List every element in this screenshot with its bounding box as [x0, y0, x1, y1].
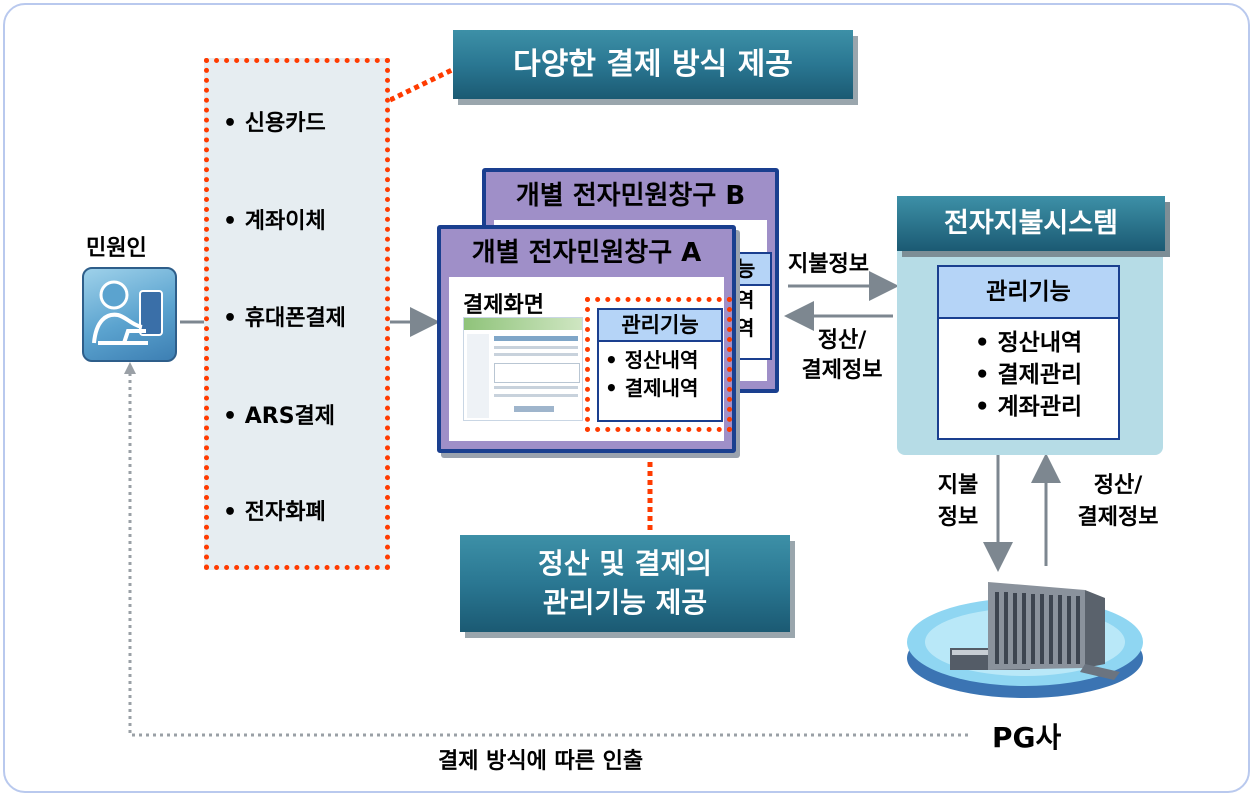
window-a-mgmt-item1: • 정산내역	[605, 348, 699, 372]
window-a-mgmt-highlight: 관리기능 • 정산내역 • 결제내역	[585, 297, 732, 432]
callout-payment-connector	[388, 67, 454, 103]
window-b-mgmt-item1: 역	[736, 288, 755, 312]
window-a-mgmt-item2: • 결제내역	[605, 376, 699, 400]
person-label: 민원인	[86, 236, 147, 261]
epay-system-title: 전자지불시스템	[897, 196, 1165, 251]
settle-v-line1: 정산/	[1093, 473, 1143, 498]
settle-info-vertical-label: 정산/ 결제정보	[1058, 470, 1178, 534]
person-icon	[82, 267, 177, 362]
callout-management-line1: 정산 및 결제의	[537, 547, 713, 580]
epay-mgmt-item1: • 정산내역	[974, 330, 1083, 356]
callout-management: 정산 및 결제의 관리기능 제공	[460, 535, 790, 632]
window-b-mgmt-item2: 역	[736, 316, 755, 340]
withdrawal-label: 결제 방식에 따른 인출	[438, 749, 644, 774]
pg-building-icon	[907, 582, 1143, 698]
settle-info-line2: 결제정보	[801, 358, 883, 383]
method-credit-card: • 신용카드	[223, 111, 326, 136]
pay-info-v-line1: 지불	[937, 473, 979, 498]
epay-mgmt-item2: • 결제관리	[974, 362, 1083, 388]
pay-info-vertical-label: 지불 정보	[928, 470, 988, 534]
epay-mgmt-title: 관리기능	[939, 267, 1118, 319]
epay-mgmt: 관리기능 • 정산내역 • 결제관리 • 계좌관리	[937, 265, 1120, 440]
method-e-money: • 전자화폐	[223, 500, 326, 525]
settle-info-line1: 정산/	[817, 328, 867, 353]
settle-info-label: 정산/ 결제정보	[792, 326, 892, 386]
payment-screen-thumbnail	[463, 317, 583, 421]
window-b-mgmt-partial: 능 역 역	[732, 252, 772, 360]
method-account-transfer: • 계좌이체	[223, 209, 326, 234]
payment-screen-label: 결제화면	[463, 293, 544, 318]
window-a: 개별 전자민원창구 A 결제화면 관리기능 • 정산내역 • 결제내역	[437, 225, 736, 453]
method-mobile-payment: • 휴대폰결제	[223, 306, 346, 331]
window-b-mgmt-head: 능	[732, 254, 770, 286]
window-a-mgmt: 관리기능 • 정산내역 • 결제내역	[597, 308, 723, 422]
settle-v-line2: 결제정보	[1077, 505, 1159, 530]
window-a-mgmt-title: 관리기능	[599, 310, 721, 342]
window-a-body: 결제화면 관리기능 • 정산내역 • 결제내역	[449, 277, 732, 441]
method-ars-payment: • ARS결제	[223, 404, 336, 429]
callout-management-line2: 관리기능 제공	[542, 586, 708, 619]
pay-info-label: 지불정보	[788, 252, 869, 277]
payment-methods-panel: • 신용카드 • 계좌이체 • 휴대폰결제 • ARS결제 • 전자화폐	[204, 58, 390, 570]
pg-label: PG사	[992, 721, 1062, 754]
withdrawal-arrowhead	[124, 362, 136, 374]
window-a-title: 개별 전자민원창구 A	[471, 238, 702, 268]
pay-info-v-line2: 정보	[937, 505, 979, 530]
callout-payment-methods: 다양한 결제 방식 제공	[453, 30, 853, 99]
window-b-title: 개별 전자민원창구 B	[515, 181, 746, 211]
epay-mgmt-item3: • 계좌관리	[974, 394, 1083, 420]
